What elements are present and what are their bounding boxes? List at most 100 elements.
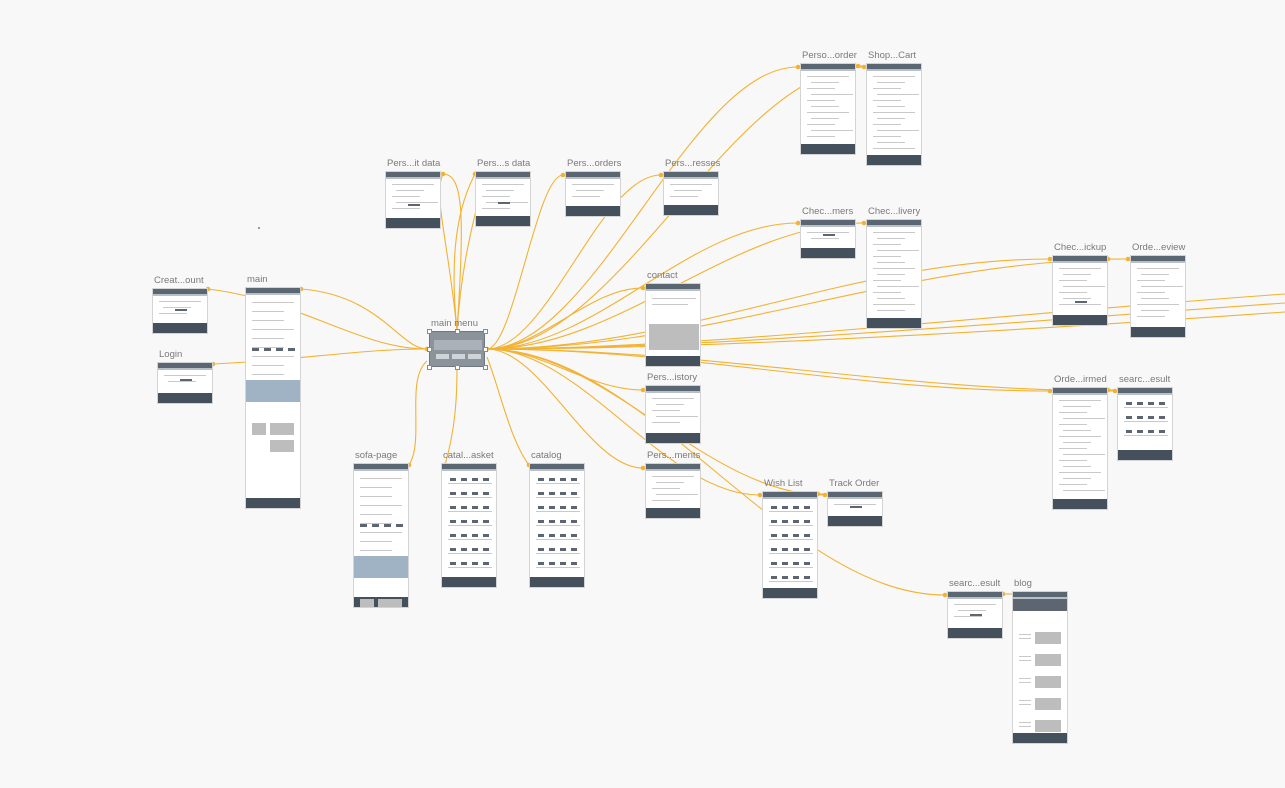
artboard-personal-data[interactable]: Pers...s data: [475, 158, 531, 227]
artboard-label[interactable]: Login: [159, 349, 183, 360]
artboard-label[interactable]: Chec...livery: [868, 206, 921, 217]
connection-node: [440, 171, 446, 177]
artboard-label[interactable]: Shop...Cart: [868, 50, 917, 61]
artboard-order-review[interactable]: Orde...eview: [1130, 242, 1186, 338]
thumbnail-footer: [948, 628, 1002, 638]
artboard-sofa-page[interactable]: sofa-page: [353, 450, 409, 608]
artboard-thumbnail: [1130, 255, 1186, 338]
connection-wire: [486, 348, 1116, 392]
artboard-thumbnail: [827, 491, 883, 527]
artboard-label[interactable]: Pers...orders: [567, 158, 622, 169]
thumbnail-header: [530, 464, 584, 469]
thumbnail-header: [801, 64, 855, 69]
artboard-search-result-2[interactable]: searc...esult: [947, 578, 1003, 639]
thumbnail-footer: [158, 393, 212, 403]
connection-wire: [486, 356, 530, 466]
artboard-label[interactable]: contact: [647, 270, 678, 281]
artboard-thumbnail: [565, 171, 621, 217]
artboard-label[interactable]: searc...esult: [949, 578, 1001, 589]
artboard-contact[interactable]: contact: [645, 270, 701, 367]
thumbnail-footer: [442, 577, 496, 587]
connection-wire: [408, 360, 428, 466]
artboard-label[interactable]: Creat...ount: [154, 275, 204, 286]
thumbnail-header: [1053, 256, 1107, 261]
resize-handle[interactable]: [482, 346, 488, 352]
artboard-label[interactable]: catalog: [531, 450, 562, 461]
artboard-label[interactable]: Perso...order: [802, 50, 857, 61]
artboard-thumbnail: [1052, 255, 1108, 326]
artboard-order-confirmed[interactable]: Orde...irmed: [1052, 374, 1108, 510]
artboard-thumbnail: [800, 219, 856, 259]
artboard-thumbnail: [1117, 387, 1173, 461]
artboard-label[interactable]: Pers...ments: [647, 450, 701, 461]
resize-handle[interactable]: [482, 328, 488, 334]
artboard-create-account[interactable]: Creat...ount: [152, 275, 208, 334]
connection-wire: [486, 258, 1051, 350]
connection-wire: [486, 348, 644, 469]
thumbnail-footer: [1013, 733, 1067, 743]
artboard-label[interactable]: Track Order: [829, 478, 880, 489]
artboard-label[interactable]: Orde...eview: [1132, 242, 1186, 253]
thumbnail-footer: [476, 216, 530, 226]
artboard-thumbnail: [866, 63, 922, 166]
artboard-personal-payments[interactable]: Pers...ments: [645, 450, 701, 519]
artboard-wish-list[interactable]: Wish List: [762, 478, 818, 599]
artboard-label[interactable]: catal...asket: [443, 450, 494, 461]
thumbnail-footer: [646, 508, 700, 518]
artboard-label[interactable]: Orde...irmed: [1054, 374, 1107, 385]
artboard-label[interactable]: blog: [1014, 578, 1032, 589]
artboard-label[interactable]: Wish List: [764, 478, 803, 489]
artboard-catalog-basket[interactable]: catal...asket: [441, 450, 497, 588]
connection-wire: [486, 348, 644, 391]
artboard-main-menu[interactable]: main menu: [426, 318, 488, 370]
resize-handle[interactable]: [426, 328, 432, 334]
artboard-thumbnail: [157, 362, 213, 404]
thumbnail-header: [1131, 256, 1185, 261]
artboard-personal-orders[interactable]: Pers...orders: [565, 158, 621, 217]
artboard-personal-order[interactable]: Perso...order: [800, 50, 857, 155]
artboard-label[interactable]: Chec...mers: [802, 206, 854, 217]
connection-wire: [439, 173, 458, 331]
artboard-login[interactable]: Login: [157, 349, 213, 404]
connection-wire: [207, 288, 428, 350]
thumbnail-footer: [246, 498, 300, 508]
artboard-personal-edit-data[interactable]: Pers...it data: [385, 158, 441, 229]
artboard-label[interactable]: main menu: [431, 318, 478, 329]
artboard-blog[interactable]: blog: [1012, 578, 1068, 744]
artboard-track-order[interactable]: Track Order: [827, 478, 883, 527]
thumbnail-header: [867, 220, 921, 225]
artboard-checkout-delivery[interactable]: Chec...livery: [866, 206, 922, 329]
artboard-label[interactable]: sofa-page: [355, 450, 398, 461]
artboard-label[interactable]: Pers...it data: [387, 158, 441, 169]
artboard-main[interactable]: main: [245, 274, 301, 509]
artboard-checkout-customers[interactable]: Chec...mers: [800, 206, 856, 259]
artboard-shopping-cart[interactable]: Shop...Cart: [866, 50, 922, 166]
connection-node: [855, 63, 861, 69]
resize-handle[interactable]: [426, 364, 432, 370]
artboard-personal-history[interactable]: Pers...istory: [645, 372, 701, 444]
thumbnail-header: [664, 172, 718, 177]
artboard-label[interactable]: Pers...s data: [477, 158, 531, 169]
thumbnail-footer: [1131, 327, 1185, 337]
thumbnail-footer: [1118, 450, 1172, 460]
artboard-personal-addresses[interactable]: Pers...resses: [663, 158, 720, 216]
artboard-checkout-pickup[interactable]: Chec...ickup: [1052, 242, 1108, 326]
resize-handle[interactable]: [482, 364, 488, 370]
thumbnail-header: [646, 386, 700, 391]
artboard-label[interactable]: Pers...resses: [665, 158, 721, 169]
resize-handle[interactable]: [426, 346, 432, 352]
artboard-label[interactable]: Chec...ickup: [1054, 242, 1107, 253]
artboard-label[interactable]: searc...esult: [1119, 374, 1171, 385]
artboard-search-result-1[interactable]: searc...esult: [1117, 374, 1173, 461]
thumbnail-header: [1053, 388, 1107, 393]
resize-handle[interactable]: [454, 328, 460, 334]
connection-wire: [486, 222, 799, 350]
artboard-label[interactable]: main: [247, 274, 268, 285]
thumbnail-header: [867, 64, 921, 69]
stray-pixel: [258, 227, 260, 229]
artboard-catalog[interactable]: catalog: [529, 450, 585, 588]
resize-handle[interactable]: [454, 364, 460, 370]
artboard-label[interactable]: Pers...istory: [647, 372, 698, 383]
connection-wire: [486, 348, 761, 496]
